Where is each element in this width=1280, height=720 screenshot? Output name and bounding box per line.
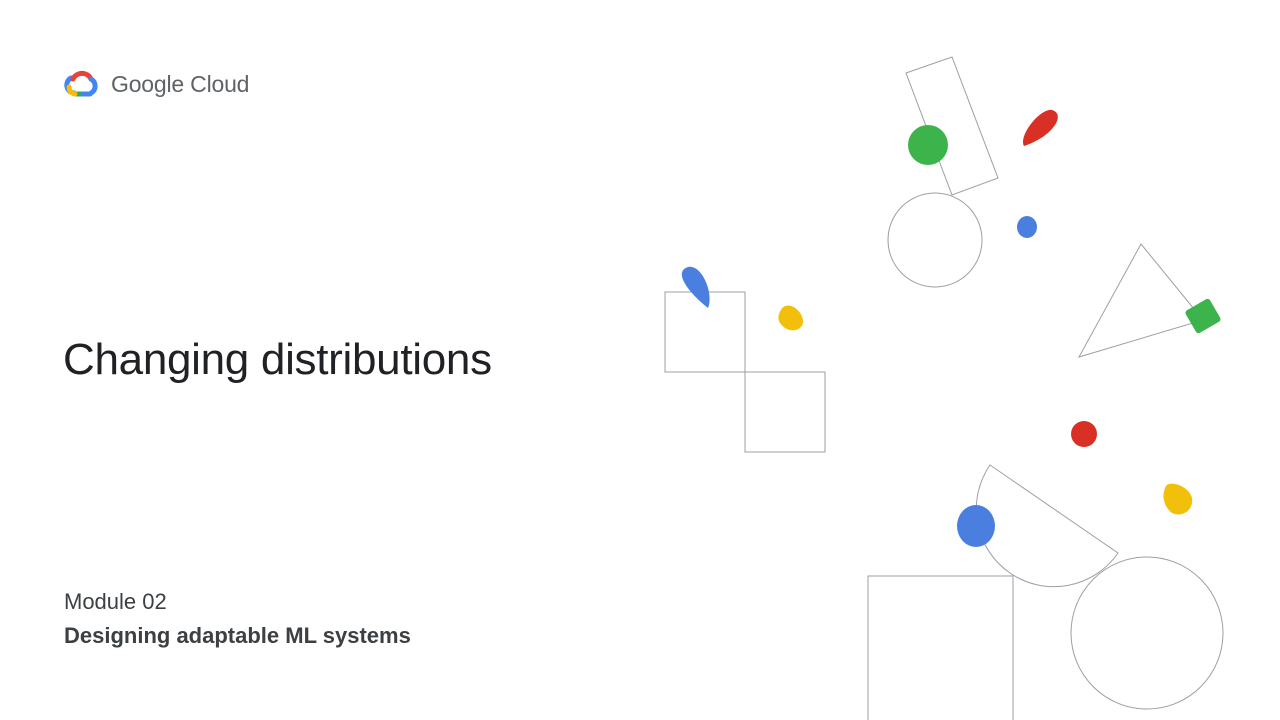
outline-square-upper xyxy=(664,291,746,373)
outline-rectangle xyxy=(905,56,999,196)
logo-wordmark: Google Cloud xyxy=(111,71,250,97)
blue-drop-shape xyxy=(681,266,710,308)
red-drop-shape xyxy=(1022,109,1058,146)
yellow-drop-shape-bottom xyxy=(1163,483,1193,515)
outline-square-lower xyxy=(744,371,826,453)
outline-triangle xyxy=(1077,243,1204,358)
outline-circle-bottom xyxy=(1070,556,1224,710)
yellow-drop-shape xyxy=(778,305,804,331)
blue-dot-shape xyxy=(1017,216,1037,238)
red-dot-shape xyxy=(1071,421,1097,447)
blue-circle-shape xyxy=(957,505,995,547)
module-number: Module 02 xyxy=(64,589,167,614)
green-circle-shape xyxy=(908,125,948,165)
outline-circle-top xyxy=(887,192,983,288)
slide-title: Changing distributions xyxy=(63,335,492,384)
google-cloud-logo-icon xyxy=(64,70,98,97)
module-subtitle: Designing adaptable ML systems xyxy=(64,623,411,648)
outline-rectangle-bottom xyxy=(867,575,1014,720)
google-cloud-logo: Google Cloud xyxy=(64,66,249,102)
green-square-shape xyxy=(1185,298,1221,334)
outline-half-circle xyxy=(975,464,1119,588)
